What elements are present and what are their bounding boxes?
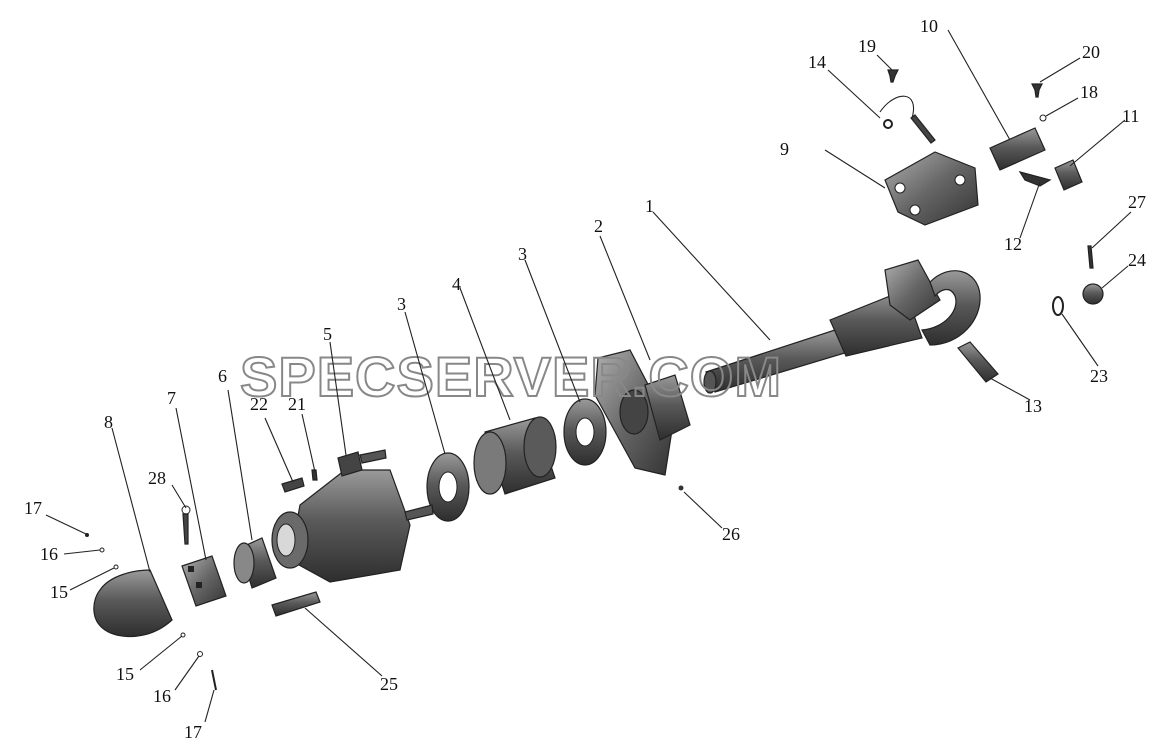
label-21: 21 <box>288 394 306 414</box>
label-8: 8 <box>104 412 113 432</box>
label-10: 10 <box>920 16 938 36</box>
part-20-screw <box>1031 83 1043 98</box>
label-22: 22 <box>250 394 268 414</box>
label-28: 28 <box>148 468 166 488</box>
label-13: 13 <box>1024 396 1042 416</box>
label-15-bottom: 15 <box>116 664 134 684</box>
part-2-flange <box>594 349 691 476</box>
label-18: 18 <box>1080 82 1098 102</box>
part-3-ring-left <box>426 452 470 522</box>
part-11-spring <box>1054 159 1083 191</box>
part-8-cap <box>93 569 173 638</box>
label-5: 5 <box>323 324 332 344</box>
part-22-bolt <box>281 477 305 493</box>
part-6-bushing <box>233 537 277 589</box>
label-26: 26 <box>722 524 740 544</box>
watermark: SPECSERVER.COM <box>240 345 782 408</box>
label-25: 25 <box>380 674 398 694</box>
part-25-bolt <box>271 591 321 617</box>
label-6: 6 <box>218 366 227 386</box>
label-17-left: 17 <box>24 498 42 518</box>
label-16-left: 16 <box>40 544 58 564</box>
part-14-chain <box>879 95 936 144</box>
part-4-rubber-sleeve <box>473 416 557 495</box>
part-9-bracket <box>884 151 979 226</box>
part-28-cotter-pin <box>181 505 191 545</box>
label-3-left: 3 <box>397 294 406 314</box>
part-18-washer <box>1039 114 1047 122</box>
label-27: 27 <box>1128 192 1146 212</box>
part-3-ring-right <box>563 398 607 466</box>
part-7-castle-nut <box>181 555 227 607</box>
part-27-cotter-pin <box>1087 245 1094 269</box>
label-16-bottom: 16 <box>153 686 171 706</box>
part-12-clip <box>1018 171 1052 187</box>
leader-lines <box>45 29 1132 723</box>
callout-labels: 1 2 3 3 4 5 6 7 8 9 10 11 12 13 14 15 15… <box>24 16 1146 742</box>
part-19-screw <box>887 69 899 83</box>
part-1-drawbar-shaft <box>703 259 981 394</box>
label-12: 12 <box>1004 234 1022 254</box>
label-19: 19 <box>858 36 876 56</box>
label-24: 24 <box>1128 250 1146 270</box>
label-23: 23 <box>1090 366 1108 386</box>
part-24-nut <box>1082 283 1104 305</box>
label-4: 4 <box>452 274 461 294</box>
label-17-bottom: 17 <box>184 722 202 742</box>
label-15-left: 15 <box>50 582 68 602</box>
label-11: 11 <box>1122 106 1139 126</box>
label-20: 20 <box>1082 42 1100 62</box>
part-23-washer <box>1052 296 1064 316</box>
part-26-nipple <box>678 485 684 491</box>
part-5-housing <box>271 449 434 583</box>
part-13-pin <box>957 341 999 383</box>
label-1: 1 <box>645 196 654 216</box>
label-2: 2 <box>594 216 603 236</box>
part-10-latch <box>989 127 1046 171</box>
label-9: 9 <box>780 139 789 159</box>
label-3-right: 3 <box>518 244 527 264</box>
label-7: 7 <box>167 388 176 408</box>
label-14: 14 <box>808 52 826 72</box>
